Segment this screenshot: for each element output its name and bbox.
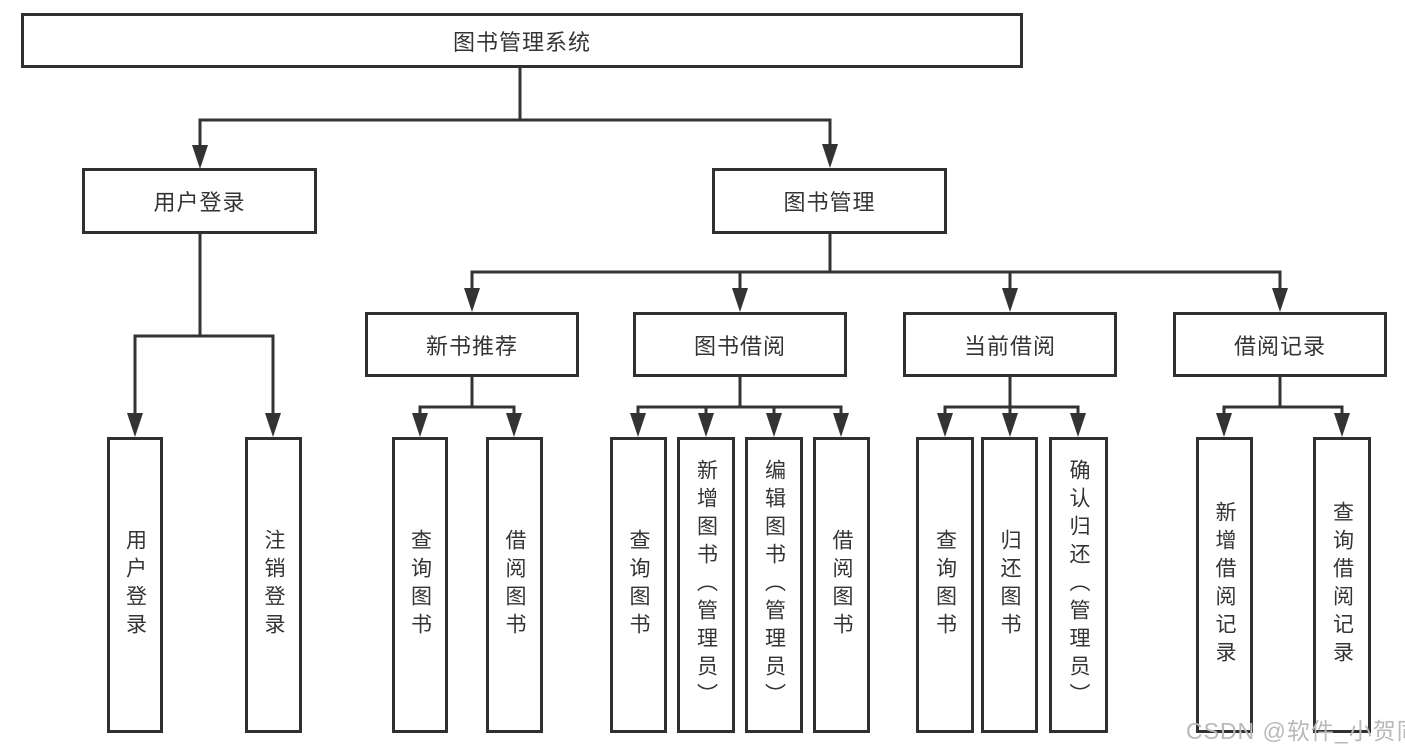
leaf-user-login: 用户登录 xyxy=(107,437,163,733)
node-book-borrow: 图书借阅 xyxy=(633,312,847,377)
leaf-cb-return-book: 归还图书 xyxy=(981,437,1038,733)
node-label: 编辑图书（管理员） xyxy=(762,459,786,711)
node-book-management: 图书管理 xyxy=(712,168,947,234)
edge-book-mgmt-children xyxy=(464,233,1288,312)
edge-book-borrow-children xyxy=(630,376,849,437)
node-new-book-recommend: 新书推荐 xyxy=(365,312,579,377)
edge-current-borrow-children xyxy=(937,376,1086,437)
node-label: 用户登录 xyxy=(153,190,246,215)
node-label: 借阅图书 xyxy=(503,529,526,641)
node-label: 确认归还（管理员） xyxy=(1067,459,1090,711)
edge-root-to-level2 xyxy=(192,68,838,169)
node-label: 查询借阅记录 xyxy=(1330,501,1354,669)
leaf-logout-login: 注销登录 xyxy=(245,437,302,733)
node-current-borrow: 当前借阅 xyxy=(903,312,1117,377)
leaf-bb-borrow-book: 借阅图书 xyxy=(813,437,870,733)
node-label: 新增借阅记录 xyxy=(1213,501,1236,669)
node-label: 新书推荐 xyxy=(425,333,518,359)
node-label: 图书管理系统 xyxy=(452,29,591,55)
leaf-cb-confirm-return-admin: 确认归还（管理员） xyxy=(1049,437,1108,733)
node-label: 查询图书 xyxy=(408,529,432,641)
node-borrow-record: 借阅记录 xyxy=(1173,312,1387,377)
leaf-nb-query-book: 查询图书 xyxy=(392,437,448,733)
node-library-management-system: 图书管理系统 xyxy=(21,13,1023,68)
edge-new-book-children xyxy=(412,376,522,437)
leaf-bb-add-book-admin: 新增图书（管理员） xyxy=(677,437,735,733)
node-label: 查询图书 xyxy=(627,529,650,641)
leaf-nb-borrow-book: 借阅图书 xyxy=(486,437,543,733)
node-label: 查询图书 xyxy=(933,529,957,641)
node-label: 图书借阅 xyxy=(693,333,786,359)
node-label: 新增图书（管理员） xyxy=(694,459,718,711)
edge-borrow-record-children xyxy=(1216,376,1350,437)
node-label: 借阅记录 xyxy=(1233,333,1326,359)
node-label: 借阅图书 xyxy=(830,529,853,641)
csdn-watermark: CSDN @软件_小贺同学 xyxy=(1186,718,1405,744)
node-label: 图书管理 xyxy=(783,190,876,215)
leaf-br-add-record: 新增借阅记录 xyxy=(1196,437,1253,733)
edge-user-login-children xyxy=(127,234,281,437)
node-label: 当前借阅 xyxy=(963,333,1056,359)
node-label: 归还图书 xyxy=(998,529,1021,641)
node-label: 注销登录 xyxy=(262,529,285,641)
node-user-login: 用户登录 xyxy=(82,168,317,234)
leaf-bb-query-book: 查询图书 xyxy=(610,437,667,733)
leaf-cb-query-book: 查询图书 xyxy=(916,437,974,733)
node-label: 用户登录 xyxy=(123,529,147,641)
leaf-bb-edit-book-admin: 编辑图书（管理员） xyxy=(745,437,803,733)
leaf-br-query-record: 查询借阅记录 xyxy=(1313,437,1371,733)
